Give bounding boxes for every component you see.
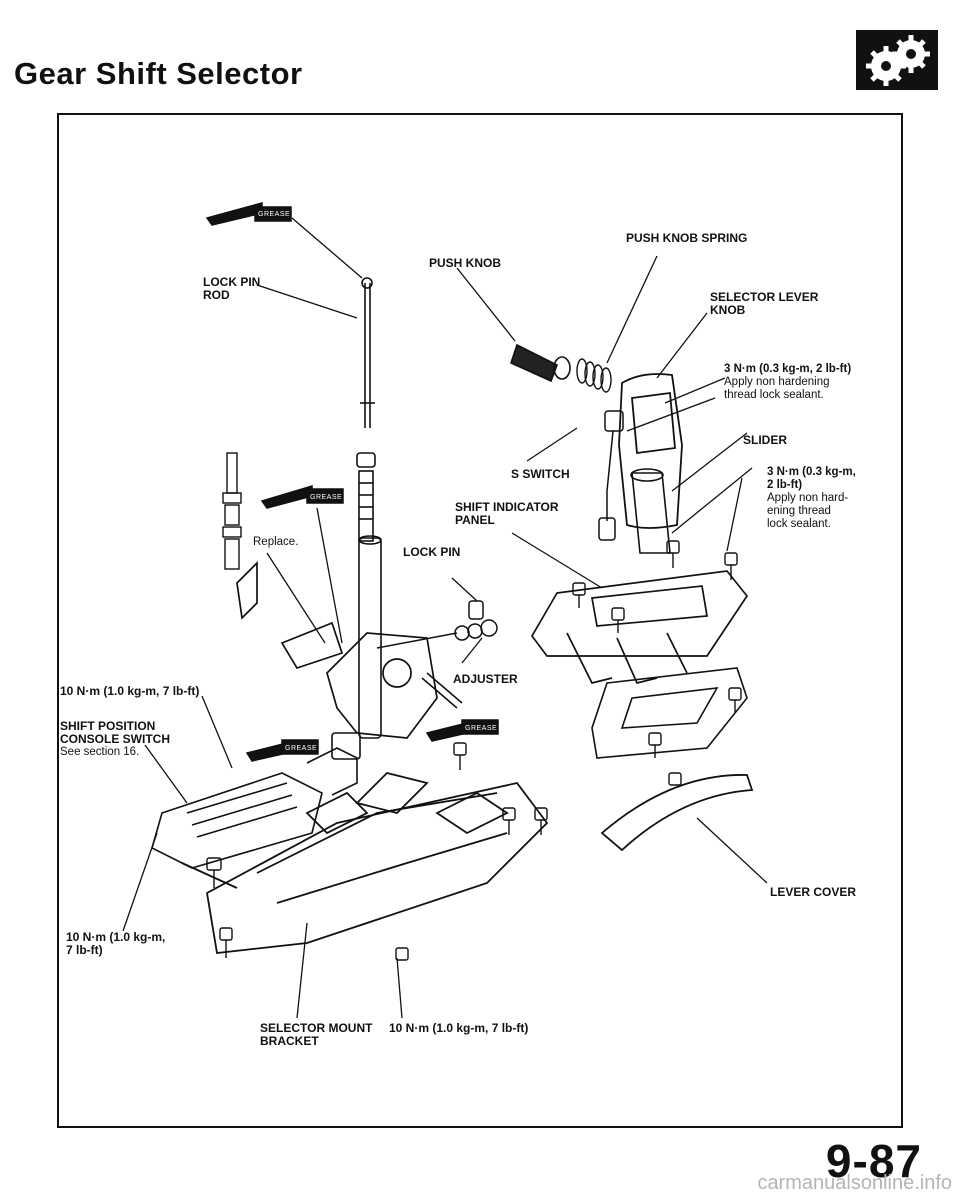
- label-selector-mount-bracket-line1: SELECTOR MOUNT: [260, 1021, 373, 1035]
- label-slider: SLIDER: [743, 433, 788, 447]
- gears-icon: [856, 30, 938, 90]
- label-torque-10nm-bottom-line1: 10 N·m (1.0 kg-m,: [66, 930, 166, 944]
- grease-tag-label-right: GREASE: [465, 725, 498, 732]
- label-lever-cover: LEVER COVER: [770, 885, 857, 899]
- note-knob-torque-line2: Apply non hardening: [724, 376, 830, 388]
- page-number: 9-87: [825, 1135, 922, 1187]
- grease-tag-middle: [260, 484, 344, 509]
- label-selector-mount-bracket-line2: BRACKET: [260, 1034, 319, 1048]
- label-torque-10nm-bracket: 10 N·m (1.0 kg-m, 7 lb-ft): [389, 1021, 529, 1035]
- label-push-knob-spring: PUSH KNOB SPRING: [626, 231, 748, 245]
- label-lock-pin: LOCK PIN: [403, 545, 461, 559]
- exploded-view-drawing: [122, 202, 768, 1019]
- adjuster: [376, 619, 498, 709]
- grease-tag-label-middle: GREASE: [310, 494, 343, 501]
- diagram-frame: [57, 113, 903, 1128]
- slider: [630, 468, 671, 554]
- bolts: [206, 540, 742, 961]
- label-push-knob: PUSH KNOB: [429, 256, 502, 270]
- note-shift-position-switch-line3: See section 16.: [60, 746, 140, 758]
- lock-pin-rod: [356, 277, 376, 542]
- shift-indicator-panel: [530, 570, 749, 684]
- grease-tag-top: [205, 202, 292, 226]
- lever-cover: [600, 774, 754, 852]
- note-slider-torque-line4: ening thread: [767, 505, 831, 517]
- push-knob: [510, 343, 571, 383]
- watermark: carmanualsonline.info: [757, 1172, 952, 1194]
- grease-tag-label-top: GREASE: [258, 211, 291, 218]
- label-selector-lever-knob-line2: KNOB: [710, 303, 746, 317]
- label-selector-lever-knob-line1: SELECTOR LEVER: [710, 290, 819, 304]
- label-shift-indicator-panel-line1: SHIFT INDICATOR: [455, 500, 559, 514]
- lever-pivot-bracket: [236, 560, 438, 739]
- label-torque-10nm-bottom-line2: 7 lb-ft): [66, 943, 103, 957]
- label-s-switch: S SWITCH: [511, 467, 570, 481]
- label-shift-indicator-panel-line2: PANEL: [455, 513, 495, 527]
- left-bolt-stack: [222, 452, 242, 570]
- label-shift-position-switch-line2: CONSOLE SWITCH: [60, 732, 170, 746]
- grease-tag-label-lower: GREASE: [285, 745, 318, 752]
- indicator-housing: [591, 667, 748, 759]
- page-title: Gear Shift Selector: [14, 56, 303, 91]
- leader-lines: [122, 217, 768, 1019]
- lock-pin-part: [468, 600, 484, 620]
- note-knob-torque-line3: thread lock sealant.: [724, 389, 824, 401]
- shift-lever-shaft: [358, 535, 382, 739]
- label-lock-pin-rod-line2: ROD: [203, 288, 230, 302]
- selector-mount-bracket: [181, 772, 549, 954]
- note-slider-torque-line2: 2 lb-ft): [767, 479, 803, 491]
- grease-tag-right: [425, 719, 499, 742]
- s-switch: [598, 410, 624, 541]
- note-slider-torque-line1: 3 N·m (0.3 kg-m,: [767, 466, 856, 478]
- note-knob-torque-line1: 3 N·m (0.3 kg-m, 2 lb-ft): [724, 363, 852, 375]
- note-slider-torque-line3: Apply non hard-: [767, 492, 849, 504]
- label-adjuster: ADJUSTER: [453, 672, 518, 686]
- note-replace: Replace.: [253, 536, 299, 548]
- push-knob-spring: [576, 358, 612, 393]
- grease-tag-lower: [245, 739, 319, 762]
- label-shift-position-switch-line1: SHIFT POSITION: [60, 719, 156, 733]
- label-torque-10nm-left: 10 N·m (1.0 kg-m, 7 lb-ft): [60, 684, 200, 698]
- note-slider-torque-line5: lock sealant.: [767, 518, 831, 530]
- label-lock-pin-rod-line1: LOCK PIN: [203, 275, 261, 289]
- selector-lever-knob: [618, 373, 683, 529]
